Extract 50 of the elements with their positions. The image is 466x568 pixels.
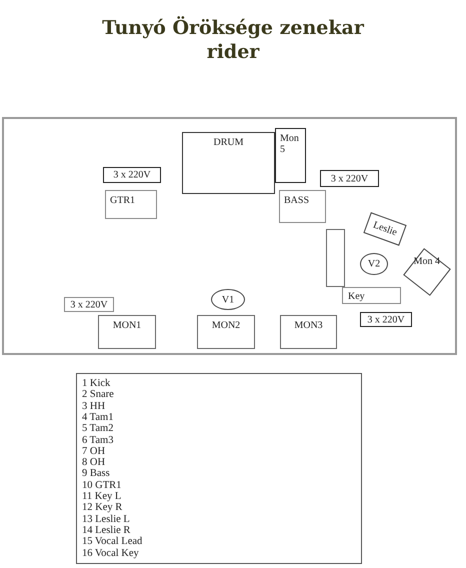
stage-item-box	[197, 315, 255, 349]
item-label: Leslie	[370, 218, 400, 240]
item-label: DRUM	[212, 137, 244, 148]
item-label: 3 x 220V	[69, 299, 109, 310]
list-item: 5 Tam2	[82, 423, 114, 434]
list-item: 13 Leslie L	[82, 514, 130, 525]
stage-item-box	[182, 132, 275, 194]
item-label: V2	[366, 258, 382, 270]
item-label: MON1	[112, 320, 142, 331]
list-item: 6 Tam3	[82, 434, 114, 446]
item-label: GTR1	[110, 195, 136, 206]
item-label: 3 x 220V	[330, 173, 370, 184]
channel-list-box	[76, 373, 362, 564]
item-label: 3 x 220V	[112, 170, 152, 180]
item-label: 3 x 220V	[366, 314, 406, 325]
list-item: 8 OH	[82, 457, 106, 468]
list-item: 2 Snare	[82, 389, 114, 400]
stage-item-box	[280, 315, 337, 349]
stage-item-box	[326, 229, 345, 287]
item-label: V1	[220, 294, 236, 305]
stage-item-box	[279, 190, 326, 223]
list-item: 15 Vocal Lead	[82, 536, 142, 548]
list-item: 14 Leslie R	[82, 524, 130, 536]
vocal-position-ellipse	[360, 253, 388, 275]
list-item: 7 OH	[82, 446, 106, 457]
list-item: 10 GTR1	[82, 480, 122, 491]
item-label: MON2	[210, 320, 242, 331]
list-item: 16 Vocal Key	[82, 548, 139, 558]
item-label: Key	[348, 291, 365, 302]
stage-item-box	[103, 167, 161, 183]
list-item: 1 Kick	[82, 378, 110, 389]
item-label: Mon 5	[280, 133, 300, 155]
stage-item-box	[320, 170, 379, 187]
list-item: 3 HH	[82, 400, 106, 412]
item-label: MON3	[293, 320, 324, 331]
stage-item-box	[275, 128, 306, 183]
diagram-title: Tunyó Öröksége zenekar rider	[101, 16, 366, 64]
list-item: 4 Tam1	[82, 412, 114, 423]
vocal-position-ellipse	[211, 289, 245, 310]
stage-outline	[2, 117, 457, 355]
item-label: Mon 4	[414, 256, 440, 268]
stage-item-box	[98, 315, 156, 349]
stage-item-box	[64, 297, 114, 312]
list-item: 11 Key L	[82, 491, 122, 502]
stage-item-box	[105, 190, 157, 219]
list-item: 12 Key R	[82, 502, 122, 514]
list-item: 9 Bass	[82, 468, 110, 480]
item-label: BASS	[284, 195, 310, 206]
stage-item-box	[342, 287, 401, 304]
stage-item-box	[360, 312, 412, 327]
